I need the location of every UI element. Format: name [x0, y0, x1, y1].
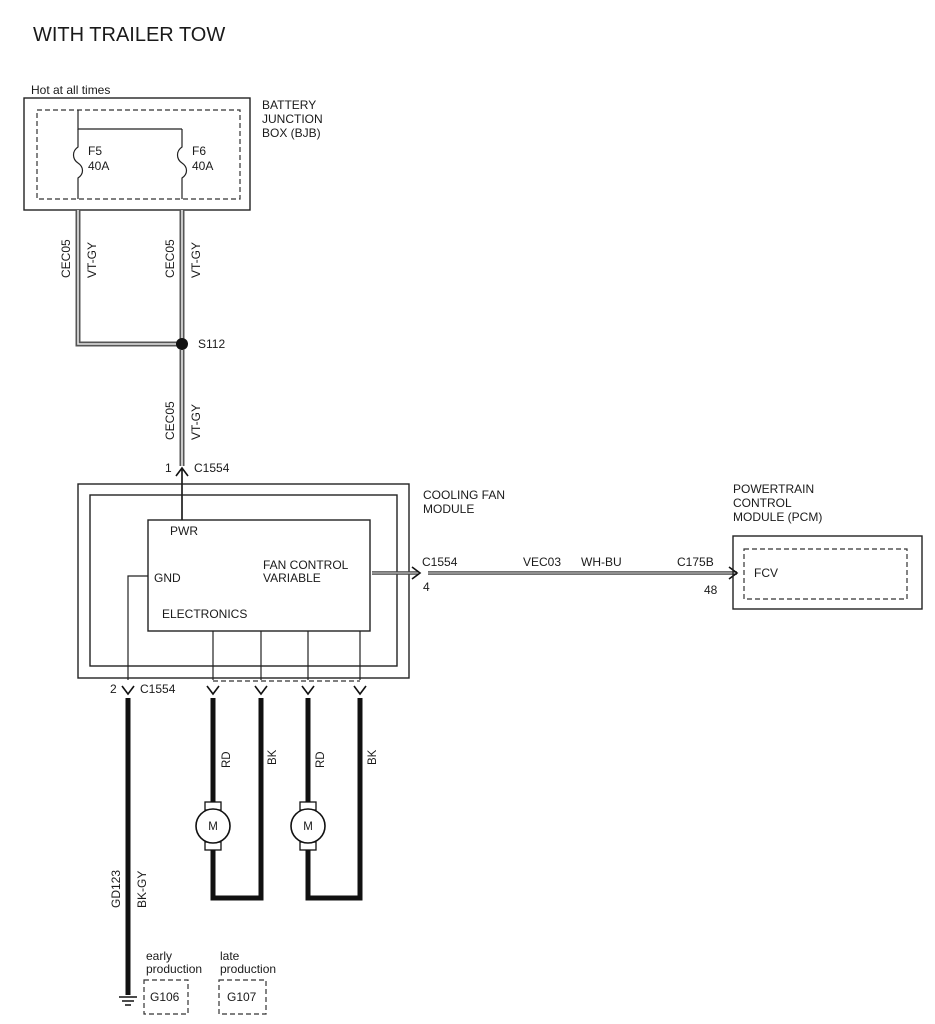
fuse-f6-rating: 40A — [192, 159, 213, 173]
fuse-f5-id: F5 — [88, 144, 102, 158]
early-production-line-1: early — [146, 949, 172, 963]
fan-control-label-line-2: VARIABLE — [263, 571, 321, 585]
fuse-f5-rating: 40A — [88, 159, 109, 173]
splice-s112-dot — [176, 338, 188, 350]
motor2-symbol: M — [303, 821, 313, 833]
motor1-neg-wire — [210, 698, 264, 901]
vec03-color-label: WH-BU — [581, 555, 622, 569]
cec05-main-circuit-label: CEC05 — [163, 401, 177, 440]
pcm-name-line-3: MODULE (PCM) — [733, 510, 822, 524]
bjb-bus-line — [77, 110, 182, 130]
late-production-line-2: production — [220, 962, 276, 976]
g107-dashed-box — [218, 979, 267, 1015]
c1554-pin1-number: 1 — [165, 461, 172, 475]
fan-motor-2: RD BK M — [290, 698, 379, 901]
gnd-terminal-label: GND — [154, 571, 181, 585]
c1554-pin2-name: C1554 — [140, 682, 176, 696]
pcm-fcv-label: FCV — [754, 566, 778, 580]
cooling-fan-module-outer-box — [77, 483, 410, 679]
fuse-f6-symbol — [176, 129, 188, 199]
cec05-right-color-label: VT-GY — [189, 242, 203, 278]
fuse-f6-id: F6 — [192, 144, 206, 158]
c175b-name: C175B — [677, 555, 714, 569]
ground-circuit: GD123 BK-GY early production G106 late p… — [109, 698, 276, 1015]
bjb-outer-box — [23, 97, 251, 211]
motor1-neg-connector-symbol — [254, 685, 268, 696]
hot-at-all-times-label: Hot at all times — [31, 83, 110, 97]
cooling-fan-module-name-line-1: COOLING FAN — [423, 488, 505, 502]
early-production-line-2: production — [146, 962, 202, 976]
c1554-lower-connectors: 2 C1554 — [110, 680, 367, 696]
motor2-pos-color-label: RD — [315, 751, 327, 768]
splice-s112-label: S112 — [198, 337, 225, 351]
c1554-pin4-number: 4 — [423, 580, 430, 594]
motor2-neg-color-label: BK — [367, 749, 379, 765]
cec05-right-circuit-label: CEC05 — [163, 239, 177, 278]
c1554-pin1-connector-symbol — [175, 466, 189, 520]
pwr-terminal-label: PWR — [170, 524, 198, 538]
late-production-line-1: late — [220, 949, 240, 963]
cec05-feed-wires: CEC05 VT-GY CEC05 VT-GY — [59, 210, 203, 347]
c175b-pin-number: 48 — [704, 583, 718, 597]
motor1-symbol: M — [208, 821, 218, 833]
bjb-name-line-2: JUNCTION — [262, 112, 323, 126]
cec05-main-color-label: VT-GY — [189, 404, 203, 440]
bjb-name-line-3: BOX (BJB) — [262, 126, 321, 140]
gd123-color-label: BK-GY — [135, 871, 149, 908]
pcm-name-line-2: CONTROL — [733, 496, 792, 510]
vec03-signal-wire-group: C1554 4 VEC03 WH-BU C175B 48 — [372, 555, 739, 597]
fuse-f5-symbol — [72, 129, 84, 199]
motor1-circle — [195, 808, 231, 844]
gnd-internal-wire — [127, 575, 148, 680]
motor1-neg-color-label: BK — [267, 749, 279, 765]
cooling-fan-module: COOLING FAN MODULE PWR GND FAN CONTROL V… — [77, 483, 505, 680]
electronics-label: ELECTRONICS — [162, 607, 247, 621]
cec05-left-color-label: VT-GY — [85, 242, 99, 278]
c1554-pin1-name: C1554 — [194, 461, 230, 475]
motor2-pos-connector-symbol — [301, 685, 315, 696]
c1554-pin4-name: C1554 — [422, 555, 458, 569]
ground-symbol — [119, 996, 137, 1006]
pcm-name-line-1: POWERTRAIN — [733, 482, 814, 496]
gd123-circuit-label: GD123 — [109, 870, 123, 908]
bjb-name-line-1: BATTERY — [262, 98, 316, 112]
motor2-circle — [290, 808, 326, 844]
cooling-fan-module-name-line-2: MODULE — [423, 502, 474, 516]
fan-motor-1: RD BK M — [195, 698, 279, 901]
pcm-inner-dashed-box — [743, 548, 908, 600]
pcm-outer-box — [732, 535, 923, 610]
cec05-main-wire-group: CEC05 VT-GY — [163, 350, 203, 466]
powertrain-control-module: POWERTRAIN CONTROL MODULE (PCM) FCV — [732, 482, 923, 610]
g106-dashed-box — [143, 979, 189, 1015]
vec03-circuit-label: VEC03 — [523, 555, 561, 569]
g106-label: G106 — [150, 990, 180, 1004]
motor2-neg-wire — [305, 698, 363, 901]
c1554-pin2-number: 2 — [110, 682, 117, 696]
cooling-fan-module-inner-box — [89, 494, 398, 667]
motor2-neg-connector-symbol — [353, 685, 367, 696]
c1554-pin2-connector-symbol — [121, 685, 135, 696]
fan-control-label-line-1: FAN CONTROL — [263, 558, 349, 572]
bjb-inner-dashed-box — [36, 109, 241, 200]
motor1-pos-color-label: RD — [221, 751, 233, 768]
diagram-title: WITH TRAILER TOW — [33, 24, 225, 46]
c1554-pin4-connector-symbol — [411, 566, 422, 580]
battery-junction-box: Hot at all times BATTERY JUNCTION BOX (B… — [23, 83, 323, 211]
cec05-left-circuit-label: CEC05 — [59, 239, 73, 278]
motor1-pos-connector-symbol — [206, 685, 220, 696]
c175b-connector-symbol — [728, 566, 739, 580]
g107-label: G107 — [227, 990, 257, 1004]
